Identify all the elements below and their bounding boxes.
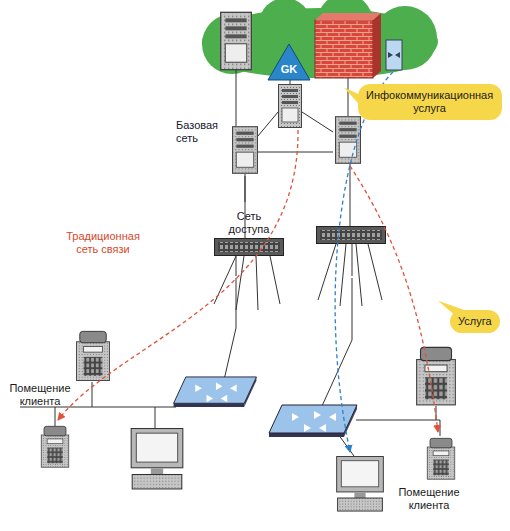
service-callout: Инфокоммуникационная услуга — [358, 84, 502, 120]
node-label: Базовая сеть — [176, 119, 230, 145]
node-label: Услуга — [458, 315, 492, 328]
node-label: Помещение клиента — [392, 486, 466, 512]
node-label: Помещение клиента — [4, 382, 76, 408]
customer-cloud-outline — [252, 340, 510, 531]
service-callout: Услуга — [450, 310, 500, 333]
network-link — [236, 278, 237, 328]
service-flows — [58, 72, 438, 452]
access-network-ellipse: Сеть доступа — [166, 202, 422, 278]
customer-cloud: Помещение клиента — [252, 340, 510, 531]
gatekeeper-triangle: GK — [268, 44, 310, 80]
customer-cloud-outline — [0, 328, 300, 531]
wires — [20, 70, 440, 456]
top-cloud — [202, 0, 438, 78]
node-label: Традиционная сеть связи — [58, 230, 148, 256]
node-label: GK — [268, 63, 310, 76]
node-label: Сеть доступа — [220, 210, 278, 236]
network-link — [352, 278, 353, 340]
customer-cloud: Помещение клиента — [0, 328, 300, 531]
node-label: Инфокоммуникационная услуга — [366, 89, 493, 115]
access-network-ellipse-outline — [166, 202, 422, 278]
network-link — [245, 176, 246, 202]
